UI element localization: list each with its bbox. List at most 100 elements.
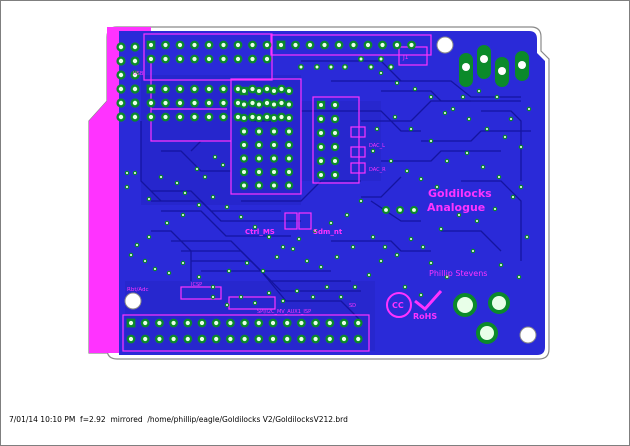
pad-hole [270, 336, 276, 342]
via-hole [282, 246, 284, 248]
via-hole [372, 150, 374, 152]
via-hole [486, 128, 488, 130]
pad-layer [116, 40, 532, 344]
pad-hole [279, 100, 284, 106]
pad-hole [318, 130, 324, 136]
pad-hole [206, 56, 212, 62]
copper-trace [301, 300, 362, 322]
via-hole [292, 248, 294, 250]
via-hole [326, 286, 328, 288]
pad-hole [365, 42, 371, 48]
pad-hole [389, 65, 393, 69]
pad-hole [271, 129, 277, 134]
via-hole [196, 168, 198, 170]
pad-hole [359, 57, 363, 61]
pad-hole [192, 56, 197, 62]
pad-hole [369, 65, 373, 69]
board-edge-silk [89, 27, 151, 353]
pad-hole [157, 320, 162, 326]
pad-hole [206, 114, 212, 120]
small-part-outline [350, 126, 366, 138]
via-hole [380, 72, 382, 74]
via-hole [430, 140, 432, 142]
via-hole [380, 260, 382, 262]
pad-hole [256, 88, 262, 94]
copper-trace [421, 130, 531, 142]
pad-hole [163, 86, 168, 92]
via-hole [496, 96, 498, 98]
pad-hole [118, 58, 124, 64]
via-hole [134, 172, 136, 174]
via-hole [268, 292, 270, 294]
copper-trace [151, 230, 192, 281]
copper-trace [151, 200, 301, 222]
via-hole [520, 186, 522, 188]
pad-hole [163, 56, 168, 62]
audio-jack [453, 292, 510, 344]
mounting-hole [436, 36, 454, 54]
pad-hole [132, 114, 138, 120]
power-jack [459, 45, 529, 87]
pad-hole [279, 114, 284, 120]
via-hole [222, 164, 224, 166]
pad-hole [250, 42, 255, 48]
pad-hole [356, 336, 361, 342]
cc-logo-text: CC [392, 301, 404, 310]
pad-hole [322, 42, 327, 48]
copper-trace [461, 180, 522, 261]
via-hole [446, 276, 448, 278]
via-hole [520, 146, 522, 148]
pad-hole [286, 156, 292, 161]
pad-hole [241, 169, 247, 175]
pad-hole [332, 158, 338, 164]
rohs-label: RoHS [413, 312, 437, 321]
via-hole [126, 186, 128, 188]
copper-trace [361, 176, 402, 198]
via-hole [410, 128, 412, 130]
pad-hole [228, 320, 233, 326]
small-part-outline [350, 146, 366, 158]
pad-hole [327, 336, 332, 342]
pad-hole [380, 42, 385, 48]
via-hole [528, 108, 530, 110]
pad-hole [398, 208, 402, 212]
via-hole [510, 118, 512, 120]
pad-hole [299, 336, 304, 342]
mounting-hole [519, 326, 537, 344]
pad-hole [199, 320, 205, 326]
pad-hole [343, 65, 347, 69]
pad-hole [256, 183, 262, 188]
pad-hole [148, 114, 154, 120]
copper-trace [161, 150, 231, 172]
pad-hole [315, 65, 319, 69]
via-hole [268, 236, 270, 238]
pad-hole [409, 42, 414, 48]
via-hole [482, 166, 484, 168]
via-hole [526, 236, 528, 238]
via-hole [512, 196, 514, 198]
pad-hole [313, 320, 318, 326]
pad-hole [356, 320, 361, 326]
via-hole [444, 112, 446, 114]
audio-jack-hole [492, 296, 506, 310]
silk-label-icsp: ICSP [191, 282, 202, 288]
via-hole [262, 270, 264, 272]
pad-hole [271, 142, 277, 148]
via-hole [144, 260, 146, 262]
pad-hole [285, 320, 290, 326]
pad-hole [163, 100, 168, 106]
via-hole [462, 96, 464, 98]
small-part-outline [180, 286, 222, 300]
via-hole [240, 216, 242, 218]
silk-label-dac: DAC_L [369, 143, 385, 149]
pad-hole [199, 336, 205, 342]
via-hole [376, 128, 378, 130]
pad-hole [271, 88, 277, 94]
via-hole [276, 256, 278, 258]
power-jack-hole [462, 63, 470, 71]
via-hole [396, 82, 398, 84]
pad-hole [235, 100, 241, 106]
pad-hole [185, 336, 190, 342]
via-hole [160, 176, 162, 178]
via-hole [130, 254, 132, 256]
